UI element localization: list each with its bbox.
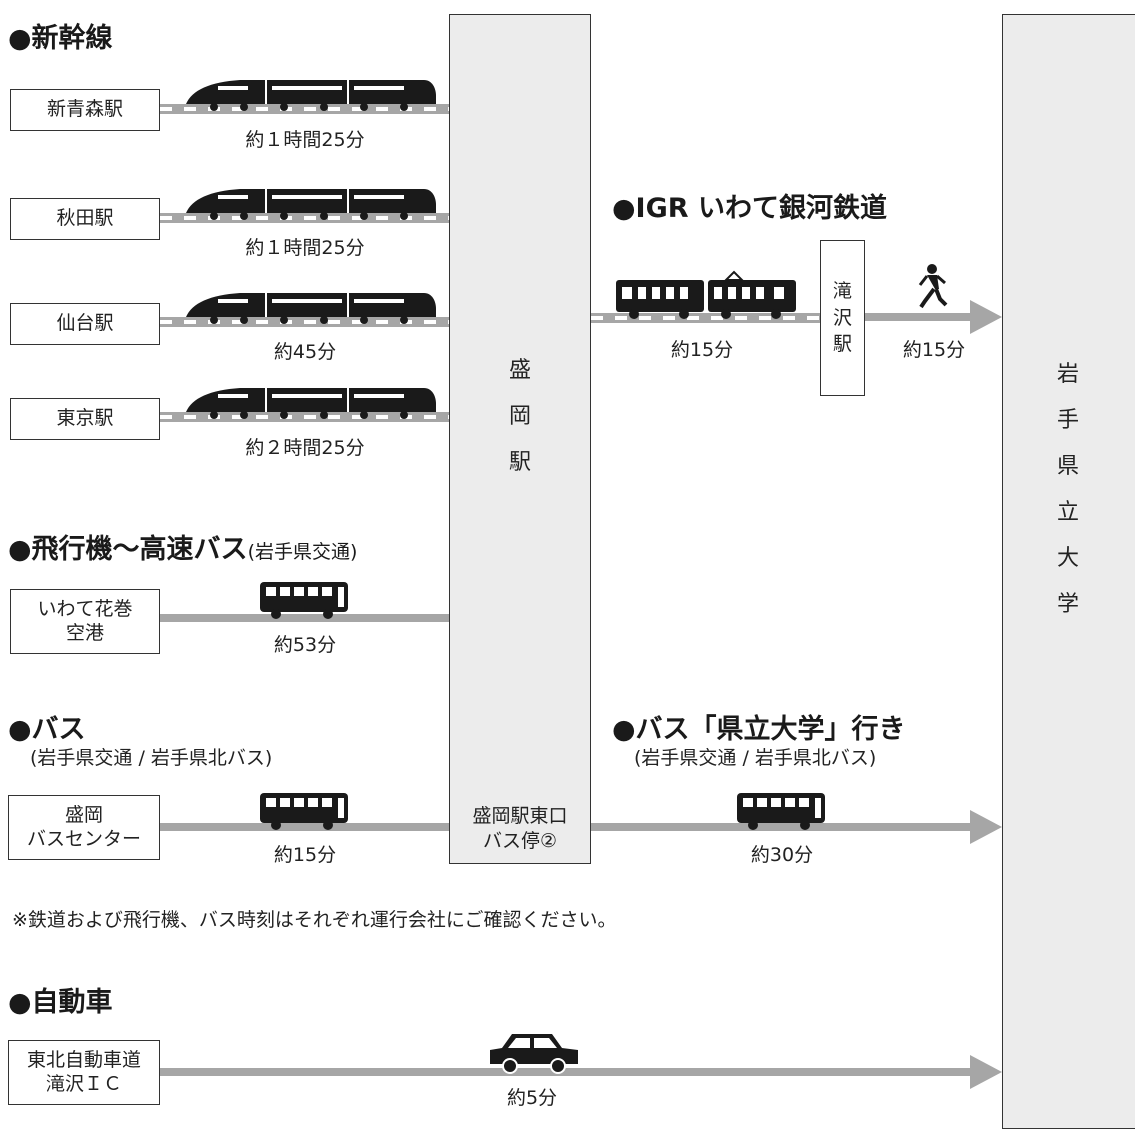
flight-bus-time: 約53分 [273,634,337,656]
bus-icon [737,793,825,830]
takizawa-ic-box: 東北自動車道 滝沢ＩＣ [8,1040,160,1105]
igr-train-time: 約15分 [670,339,734,361]
flight-bus-operator: (岩手県交通) [247,541,358,563]
bus-header: ●バス [8,714,86,745]
arrow-right-icon [970,300,1002,334]
arrow-right-icon [970,1055,1002,1089]
igr-header: ●IGR いわて銀河鉄道 [612,193,887,224]
bus-icon [260,582,348,619]
shinkansen-header: ●新幹線 [8,23,113,54]
flight-bus-header: ●飛行機～高速バス(岩手県交通) [8,527,357,566]
travel-time: 約45分 [273,341,337,363]
university-bus-header: ●バス「県立大学」行き [612,714,906,745]
origin-box: 秋田駅 [10,198,160,240]
bus-line [160,823,449,831]
shinkansen-train-icon [186,388,436,419]
igr-train-icon [616,270,796,319]
walk-time: 約15分 [902,339,966,361]
igr-track [591,313,821,323]
walking-person-icon [918,264,948,309]
morioka-east-bus-stop: 盛岡駅東口 バス停② [472,805,568,852]
flight-bus-line [160,614,449,622]
university-label: 岩 手 県 立 大 学 [1056,362,1079,617]
track [160,213,449,223]
travel-time: 約１時間25分 [245,237,365,259]
car-header: ●自動車 [8,987,113,1018]
shinkansen-train-icon [186,189,436,220]
origin-box: 仙台駅 [10,303,160,345]
morioka-station-column [449,14,591,864]
hanamaki-airport-box: いわて花巻 空港 [10,589,160,654]
morioka-station-label: 盛 岡 駅 [508,358,531,475]
bus-icon [260,793,348,830]
shinkansen-train-icon [186,293,436,324]
track [160,412,449,422]
origin-box: 東京駅 [10,398,160,440]
walk-line [865,313,975,321]
arrow-right-icon [970,810,1002,844]
shinkansen-train-icon [186,80,436,111]
car-line [160,1068,975,1076]
car-time: 約5分 [506,1087,558,1109]
track [160,317,449,327]
flight-bus-title: ●飛行機～高速バス [8,534,248,565]
timetable-note: ※鉄道および飛行機、バス時刻はそれぞれ運行会社にご確認ください。 [12,909,617,931]
university-column [1002,14,1135,1129]
morioka-bus-center-box: 盛岡 バスセンター [8,795,160,860]
university-bus-line [591,823,975,831]
takizawa-station-box: 滝 沢 駅 [820,240,865,396]
bus-operator: (岩手県交通 / 岩手県北バス) [30,747,273,769]
university-bus-time: 約30分 [750,844,814,866]
origin-box: 新青森駅 [10,89,160,131]
university-bus-operator: (岩手県交通 / 岩手県北バス) [634,747,877,769]
car-icon [490,1034,578,1074]
track [160,104,449,114]
travel-time: 約２時間25分 [245,437,365,459]
travel-time: 約１時間25分 [245,129,365,151]
bus-time: 約15分 [273,844,337,866]
